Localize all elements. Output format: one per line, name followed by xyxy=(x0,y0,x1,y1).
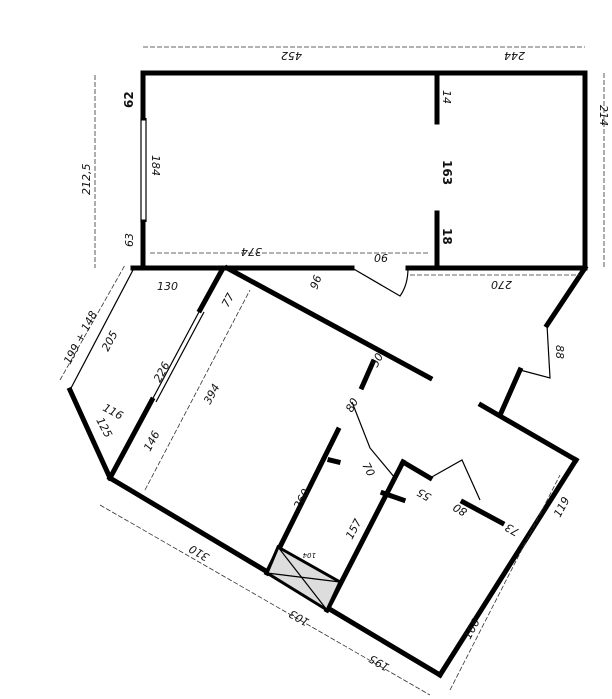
dim-104: 104 xyxy=(303,551,316,559)
dim-270: 270 xyxy=(491,278,512,291)
dim-452: 452 xyxy=(281,49,302,62)
dim-214: 214 xyxy=(597,105,610,126)
dim-310: 310 xyxy=(187,542,212,564)
dim-195: 195 xyxy=(367,652,392,674)
dim-90: 90 xyxy=(374,251,388,264)
dim-73: 73 xyxy=(503,520,522,538)
dim-80a: 80 xyxy=(343,396,361,414)
dim-212-5: 212,5 xyxy=(80,164,93,196)
storage-hatched xyxy=(265,544,342,613)
dim-199-148: 199 + 148 xyxy=(61,309,100,366)
dim-146: 146 xyxy=(141,429,162,454)
dim-18: 18 xyxy=(440,228,454,245)
dim-244: 244 xyxy=(504,49,525,62)
dim-55: 55 xyxy=(415,485,434,503)
dim-374: 374 xyxy=(241,245,262,258)
dim-205: 205 xyxy=(99,329,120,354)
dim-62: 62 xyxy=(122,91,136,108)
dim-50a: 50 xyxy=(368,351,386,369)
dim-96: 96 xyxy=(308,273,325,291)
dim-163: 163 xyxy=(440,160,454,185)
dim-14: 14 xyxy=(440,90,453,104)
dim-63: 63 xyxy=(123,233,136,247)
dimension-lines xyxy=(59,46,605,696)
dim-70: 70 xyxy=(359,460,377,478)
living-room-walls xyxy=(140,70,588,297)
dim-125: 125 xyxy=(93,415,114,440)
dim-184: 184 xyxy=(149,155,162,176)
dim-394: 394 xyxy=(201,382,222,407)
dim-166: 166 xyxy=(461,617,482,642)
dim-157: 157 xyxy=(343,517,364,542)
dim-80b: 80 xyxy=(451,500,470,518)
dim-103: 103 xyxy=(287,607,312,629)
dim-77: 77 xyxy=(219,291,237,309)
dim-226: 226 xyxy=(151,360,172,385)
dim-88: 88 xyxy=(553,345,566,359)
dim-130: 130 xyxy=(157,280,178,293)
lower-walls xyxy=(66,264,589,679)
